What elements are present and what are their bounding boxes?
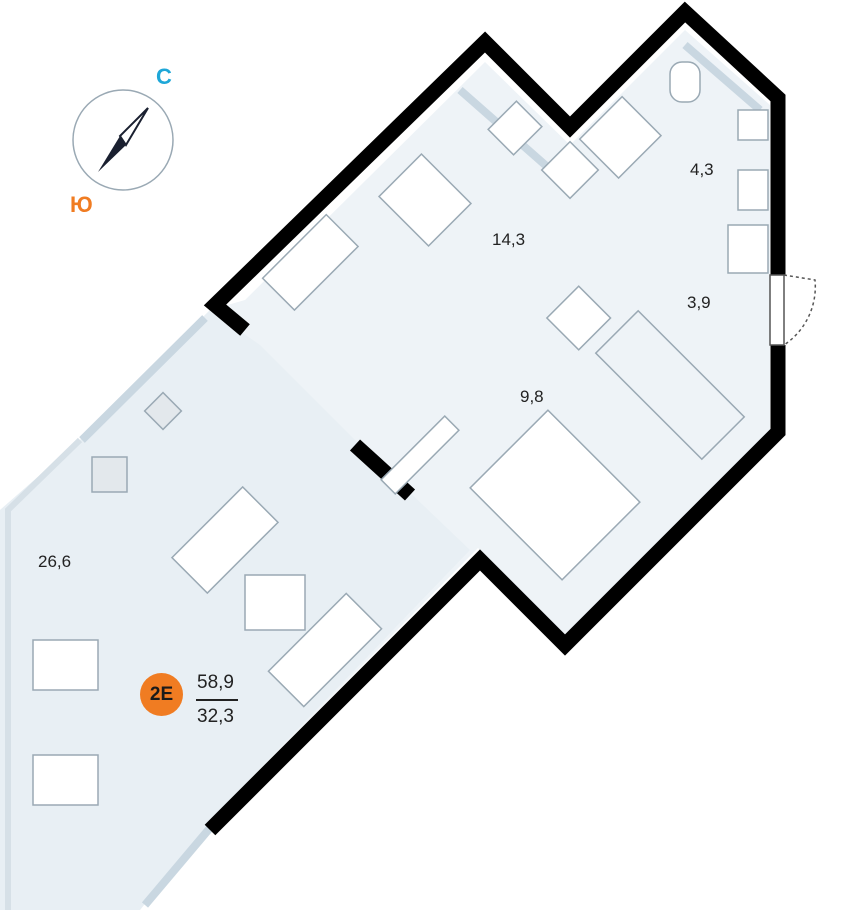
fraction-divider xyxy=(196,699,238,701)
dining-table xyxy=(377,152,473,248)
entrance-door[interactable] xyxy=(769,274,817,346)
armchair-2 xyxy=(32,754,99,806)
compass-needle-icon xyxy=(118,107,149,147)
sofa-loggia-2 xyxy=(267,592,383,708)
room-area-kitchen-living: 14,3 xyxy=(492,230,526,249)
side-table-2 xyxy=(143,391,183,431)
compass-north-label: С xyxy=(156,64,172,89)
windows xyxy=(5,41,763,910)
bathroom-cabinet xyxy=(578,95,663,180)
apartment-type-badge: 2E xyxy=(140,673,183,716)
room-area-bathroom: 4,3 xyxy=(690,160,714,179)
sofa-loggia xyxy=(170,485,280,595)
kitchen-stove xyxy=(487,100,543,156)
armchair-1 xyxy=(32,639,99,691)
room-area-bedroom: 9,8 xyxy=(520,387,544,406)
desk xyxy=(380,415,460,495)
toilet xyxy=(669,61,701,103)
total-area: 58,9 xyxy=(197,672,234,693)
living-area: 32,3 xyxy=(197,706,234,727)
washing-machine xyxy=(737,169,769,211)
bed xyxy=(469,409,641,581)
compass-south-label: Ю xyxy=(70,192,93,217)
bathroom-sink xyxy=(737,109,769,141)
shower xyxy=(727,224,769,274)
furniture xyxy=(32,61,769,806)
ventilation-unit xyxy=(545,285,612,351)
side-table xyxy=(91,456,128,493)
room-area-hallway: 3,9 xyxy=(687,293,711,312)
room-area-loggia: 26,6 xyxy=(38,552,72,571)
compass xyxy=(72,89,174,191)
coffee-table xyxy=(244,574,306,631)
wardrobe xyxy=(594,309,746,461)
kitchen-sink xyxy=(540,140,600,200)
sofa-kitchen xyxy=(261,213,360,312)
